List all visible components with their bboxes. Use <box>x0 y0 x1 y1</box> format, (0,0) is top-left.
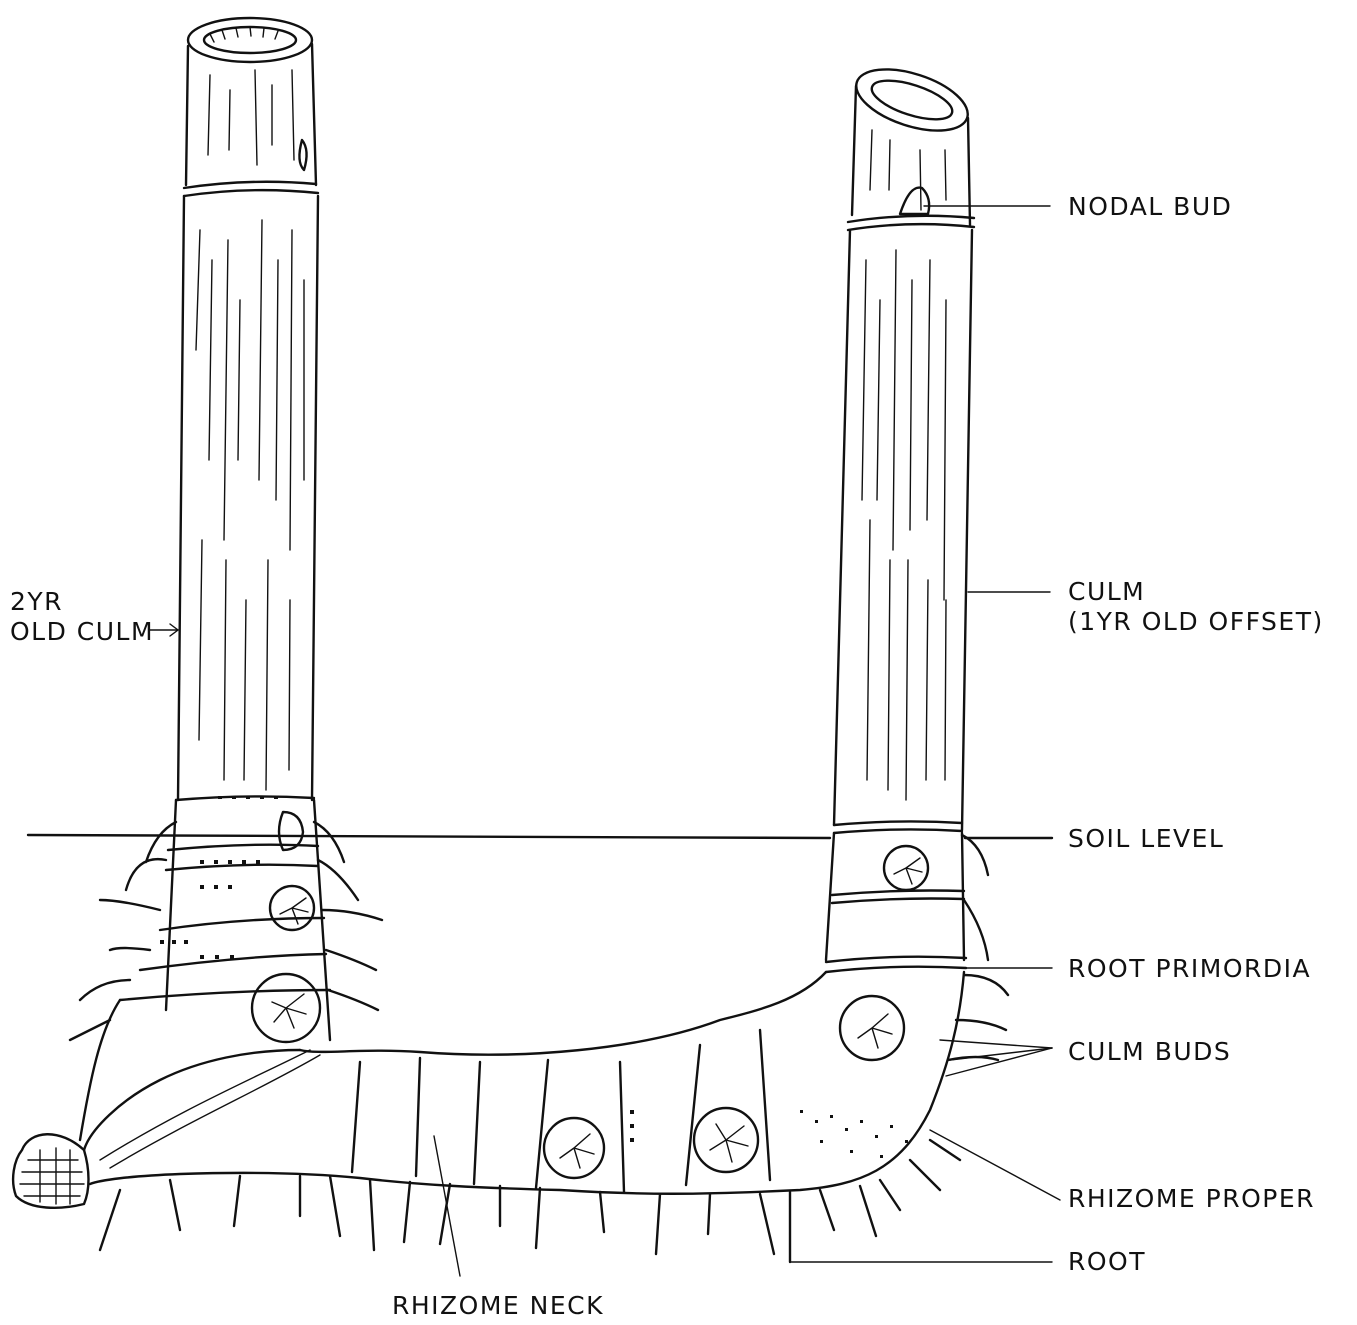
label-culm-buds: CULM BUDS <box>1068 1037 1231 1066</box>
label-culm: CULM <box>1068 577 1145 606</box>
soil-level-line <box>28 835 1052 838</box>
label-root-primordia: ROOT PRIMORDIA <box>1068 954 1311 983</box>
label-old-culm: OLD CULM <box>10 617 154 646</box>
young-culm <box>826 57 975 1060</box>
label-2yr: 2YR <box>10 587 63 616</box>
leader-lines <box>150 206 1060 1276</box>
label-rhizome-proper: RHIZOME PROPER <box>1068 1184 1315 1213</box>
label-nodal-bud: NODAL BUD <box>1068 192 1232 221</box>
rhizome-body <box>13 972 964 1208</box>
label-rhizome-neck: RHIZOME NECK <box>392 1291 604 1320</box>
label-culm-offset: (1YR OLD OFFSET) <box>1068 607 1324 636</box>
roots <box>70 822 1008 1262</box>
old-culm <box>120 18 330 1042</box>
label-soil-level: SOIL LEVEL <box>1068 824 1224 853</box>
label-root: ROOT <box>1068 1247 1146 1276</box>
